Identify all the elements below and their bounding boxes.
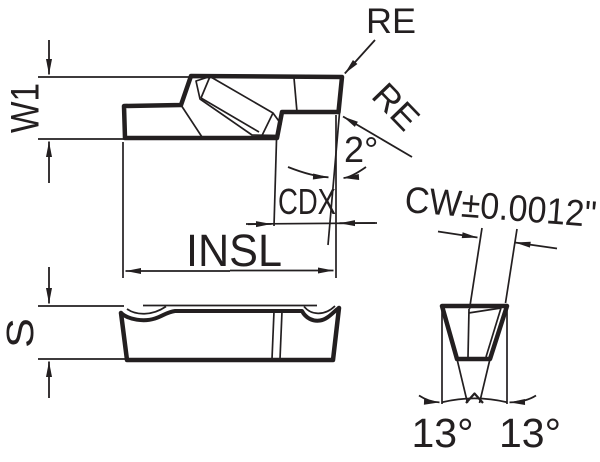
chip-former <box>195 75 282 137</box>
dim-front-angle: 2° <box>287 129 378 180</box>
dim-insl: INSL <box>122 115 337 278</box>
end-view-taper-right <box>478 358 491 404</box>
chip-former-cap-edge <box>200 76 211 99</box>
re-top-leader-line <box>344 39 376 75</box>
front-angle-label: 2° <box>344 129 378 170</box>
leader-re-top: RE <box>344 2 416 75</box>
end-view-outline <box>439 303 510 362</box>
front-facet-line <box>293 77 298 113</box>
angle2-arc-left <box>287 166 329 180</box>
s-label: S <box>0 318 42 348</box>
top-view-outline <box>121 73 345 141</box>
groove-facet-line <box>180 104 203 138</box>
side-view <box>118 304 342 363</box>
end-view-chevron <box>465 392 484 404</box>
side-view-top-edge <box>119 306 341 323</box>
side-view-step-line-2 <box>279 311 283 360</box>
end-view <box>439 303 510 404</box>
taper-arrow-right <box>509 394 537 406</box>
taper-arrow-left <box>418 394 440 405</box>
cw-arrow-left <box>437 230 478 239</box>
dim-s: S <box>0 267 129 398</box>
cw-ext-right <box>504 228 518 304</box>
cw-label: CW±0.0012" <box>403 179 598 235</box>
dim-cw: CW±0.0012" <box>403 179 598 310</box>
insl-label: INSL <box>186 225 282 276</box>
re-front-leader-line <box>342 115 413 158</box>
w1-label: W1 <box>4 83 48 133</box>
chip-former-hull <box>195 75 282 137</box>
end-view-inner-left <box>467 308 470 358</box>
dim-cdx: CDX <box>245 112 378 246</box>
dim-taper-angles: 13° 13° <box>412 308 561 456</box>
cdx-ext-left <box>273 139 278 227</box>
top-view <box>121 73 345 141</box>
side-view-left-scallop <box>126 305 167 315</box>
side-view-step-line-1 <box>271 311 275 360</box>
side-view-outline <box>118 305 342 363</box>
chip-former-ridge <box>200 97 260 133</box>
cdx-label: CDX <box>278 181 336 222</box>
dim-w1: W1 <box>4 40 189 183</box>
cdx-front-face-ext <box>327 112 341 246</box>
end-view-inner-right <box>485 307 502 358</box>
taper-arc-mid <box>441 397 508 404</box>
taper-angle-right-label: 13° <box>499 410 561 456</box>
taper-angle-left-label: 13° <box>412 410 474 456</box>
chip-former-end-facet <box>261 112 274 136</box>
cw-arrow-right <box>514 241 558 250</box>
cw-ext-left <box>468 227 483 310</box>
re-top-label: RE <box>366 2 416 41</box>
end-view-taper-left <box>456 358 469 404</box>
angle2-arc-right <box>343 166 367 180</box>
end-view-inner-top <box>468 307 502 314</box>
side-view-right-scallop <box>303 305 336 315</box>
